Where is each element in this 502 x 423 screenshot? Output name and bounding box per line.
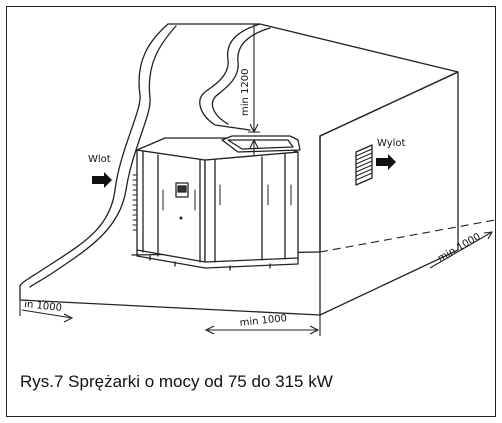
floor-front-edge [19,285,321,316]
dim-front-label: min 1000 [239,313,287,329]
dim-right-arrow [483,231,494,240]
handle-lines [162,184,292,211]
cabinet-knob [179,216,183,220]
room-right-wall [319,71,459,316]
outlet-arrow-icon [376,154,396,170]
dim-right-line [429,231,493,269]
outlet-label: Wylot [377,138,406,149]
room-ceiling [167,23,459,137]
wall-top-curve-inner [211,27,271,125]
dim-dashed-guide [319,219,496,253]
dim-left-line [21,309,73,319]
wall-cutaway-curve-inner [29,25,177,288]
dim-front-arrow-r [309,325,320,335]
cabinet-louvers [132,174,137,231]
figure-caption: Rys.7 Sprężarki o mocy od 75 do 315 kW [20,372,333,391]
dim-left-label: in 1000 [24,299,63,314]
dim-left-arrow [63,313,74,323]
wall-cutaway-curve [19,23,169,287]
cabinet-side [204,151,299,263]
cabinet-base [136,249,299,269]
dim-top-label: min 1200 [240,69,251,117]
top-vent-inner [227,139,294,150]
inlet-arrow-icon [92,172,112,188]
control-panel-screen [177,185,187,193]
wall-top-curve [199,23,261,131]
outlet-grille-slats [355,148,373,181]
dim-front-arrow-l [204,325,215,335]
inlet-label: Wlot [88,154,111,165]
cabinet-feet [149,255,271,271]
